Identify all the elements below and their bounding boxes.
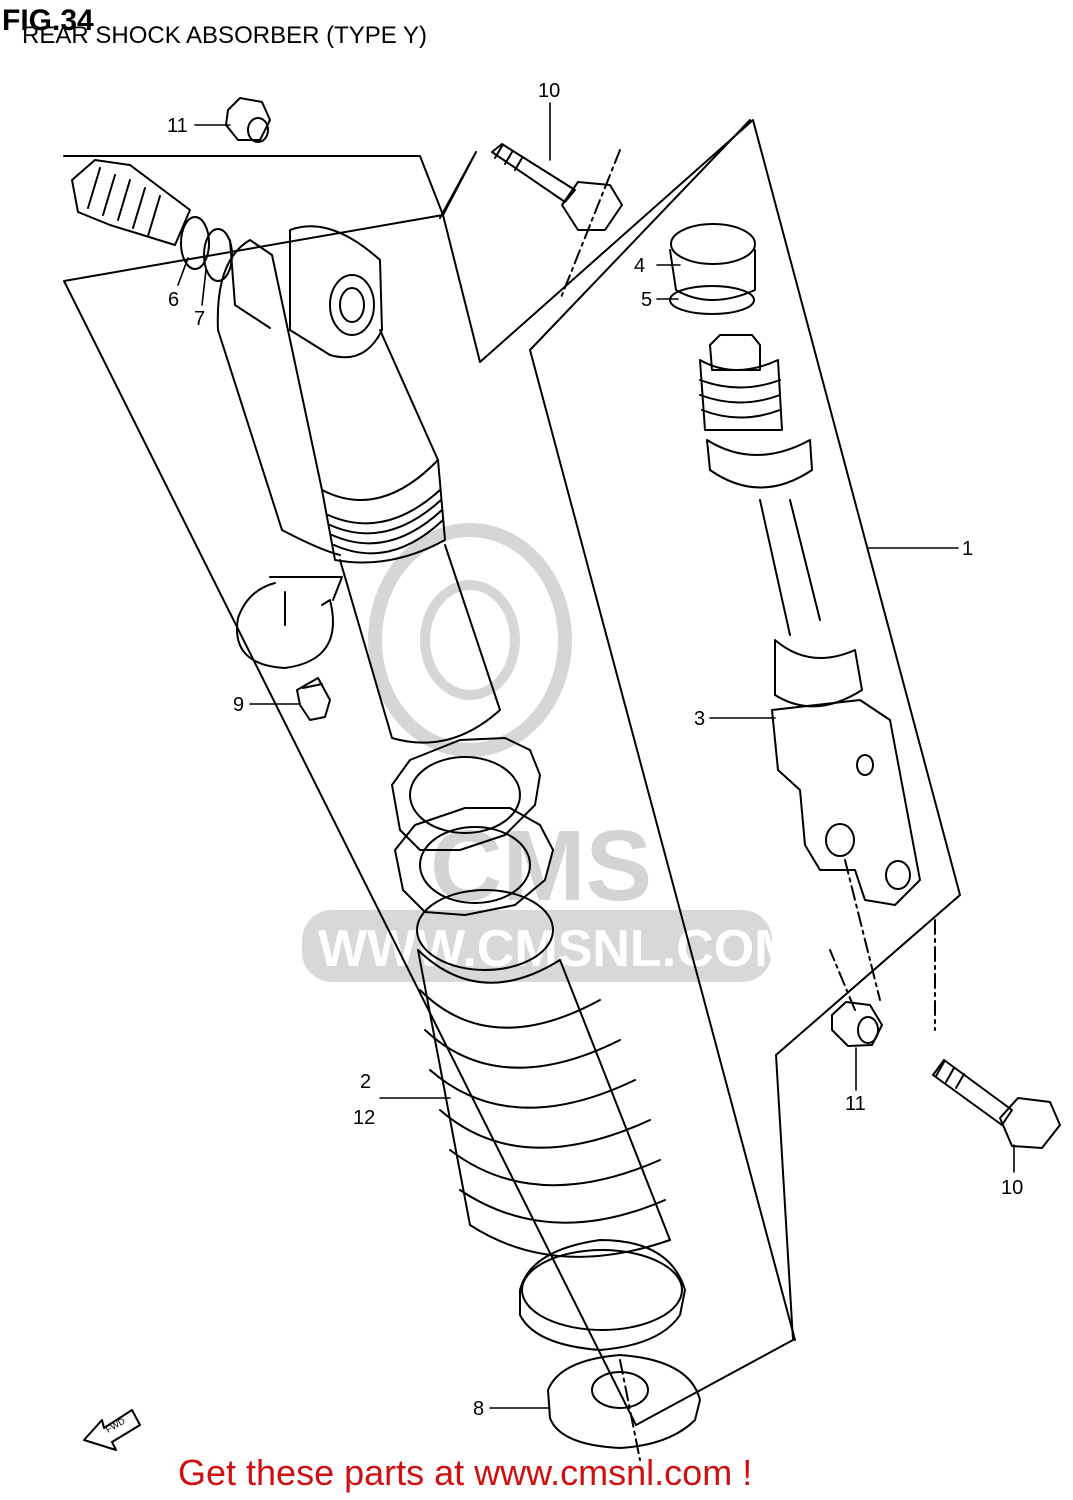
callout-6: 6 (168, 289, 179, 311)
bushing (547, 1354, 701, 1449)
spring (416, 889, 671, 1258)
circlip (236, 582, 334, 669)
bushing-4 (669, 223, 756, 315)
nut-11-bottom (831, 1001, 883, 1047)
circlip-leader (269, 576, 343, 626)
assembly-outline-left (63, 119, 961, 1426)
callout-10-bottom: 10 (1001, 1177, 1023, 1199)
lock-nuts (391, 737, 554, 916)
damper-rod (699, 334, 863, 708)
callouts: 11 10 4 5 6 7 1 9 3 2 12 11 10 8 FWD (104, 80, 1023, 1435)
fwd-arrow-icon (83, 1409, 141, 1451)
callout-10-top: 10 (538, 80, 560, 102)
callout-3: 3 (694, 708, 705, 730)
nut-11-top (225, 97, 271, 143)
centerline (559, 149, 936, 1031)
clevis (771, 699, 921, 906)
watermark: CMS WWW.CMSNL.COM (302, 523, 797, 982)
callout-4: 4 (634, 255, 645, 277)
callout-2: 2 (360, 1071, 371, 1093)
bolt-10-bottom (932, 1059, 1061, 1149)
callout-12: 12 (353, 1107, 375, 1129)
spring-seat (519, 1239, 686, 1351)
callout-7: 7 (194, 308, 205, 330)
callout-11-top: 11 (167, 115, 188, 137)
callout-5: 5 (641, 289, 652, 311)
preload-adjuster (71, 159, 233, 282)
centerline-lower (619, 1359, 641, 1461)
callout-9: 9 (233, 694, 244, 716)
figure-subtitle: REAR SHOCK ABSORBER (TYPE Y) (22, 22, 427, 49)
leader-lines (177, 102, 1015, 1409)
callout-8: 8 (473, 1398, 484, 1420)
valve-cap (296, 677, 331, 721)
assembly-outline-right (529, 119, 796, 1341)
watermark-url: WWW.CMSNL.COM (318, 920, 797, 978)
cta-link[interactable]: Get these parts at www.cmsnl.com ! (178, 1452, 753, 1493)
callout-11-bottom: 11 (845, 1093, 866, 1115)
shock-body (216, 225, 501, 744)
bolt-10-top (491, 143, 623, 231)
figure-title: FIG.34 (2, 4, 94, 37)
callout-1: 1 (962, 538, 973, 560)
